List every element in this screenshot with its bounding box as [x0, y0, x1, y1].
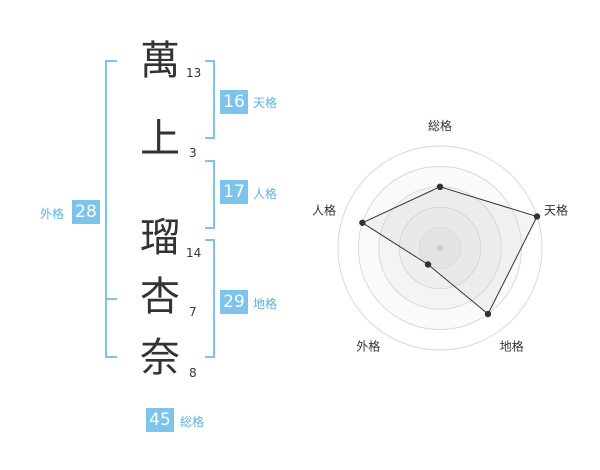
- stroke-count-3: 14: [186, 246, 202, 260]
- jinkaku-bracket: [205, 160, 215, 229]
- stroke-count-2: 3: [189, 146, 197, 160]
- stroke-count-1: 13: [186, 66, 202, 80]
- radar-center: [436, 244, 444, 252]
- gaikaku-value-badge: 28: [72, 200, 100, 224]
- stroke-count-4: 7: [189, 305, 197, 319]
- radar-point-3: [484, 310, 492, 318]
- radar-point-1: [436, 183, 444, 190]
- tenkaku-value-badge: 16: [220, 90, 248, 114]
- radar-point-2: [533, 213, 541, 220]
- name-char-1: 萬: [140, 38, 180, 84]
- chikaku-value-badge: 29: [220, 290, 248, 314]
- tenkaku-bracket: [205, 60, 215, 139]
- radar-point-5: [359, 219, 366, 226]
- name-char-2: 上: [140, 116, 180, 162]
- soukaku-label: 総格: [180, 415, 205, 429]
- radar-axis-label-2: 天格: [544, 202, 568, 217]
- radar-axis-label-5: 人格: [312, 202, 336, 217]
- jinkaku-label: 人格: [253, 187, 278, 201]
- chikaku-bracket: [205, 239, 215, 358]
- gaikaku-bracket: [105, 60, 117, 358]
- soukaku-value-badge: 45: [146, 408, 174, 432]
- name-char-5: 奈: [140, 335, 180, 381]
- radar-axis-label-1: 総格: [428, 118, 452, 133]
- jinkaku-value-badge: 17: [220, 180, 248, 204]
- radar-point-4: [424, 261, 432, 268]
- radar-axis-label-4: 外格: [356, 339, 380, 354]
- radar-series-line: [361, 186, 538, 315]
- tenkaku-label: 天格: [253, 96, 278, 110]
- name-char-3: 瑠: [140, 215, 180, 261]
- stroke-count-5: 8: [189, 366, 197, 380]
- chikaku-label: 地格: [253, 297, 278, 311]
- gaikaku-bracket-tick: [105, 298, 117, 300]
- gaikaku-label: 外格: [40, 207, 65, 221]
- radar-axis-label-3: 地格: [500, 339, 524, 354]
- name-char-4: 杏: [140, 274, 180, 320]
